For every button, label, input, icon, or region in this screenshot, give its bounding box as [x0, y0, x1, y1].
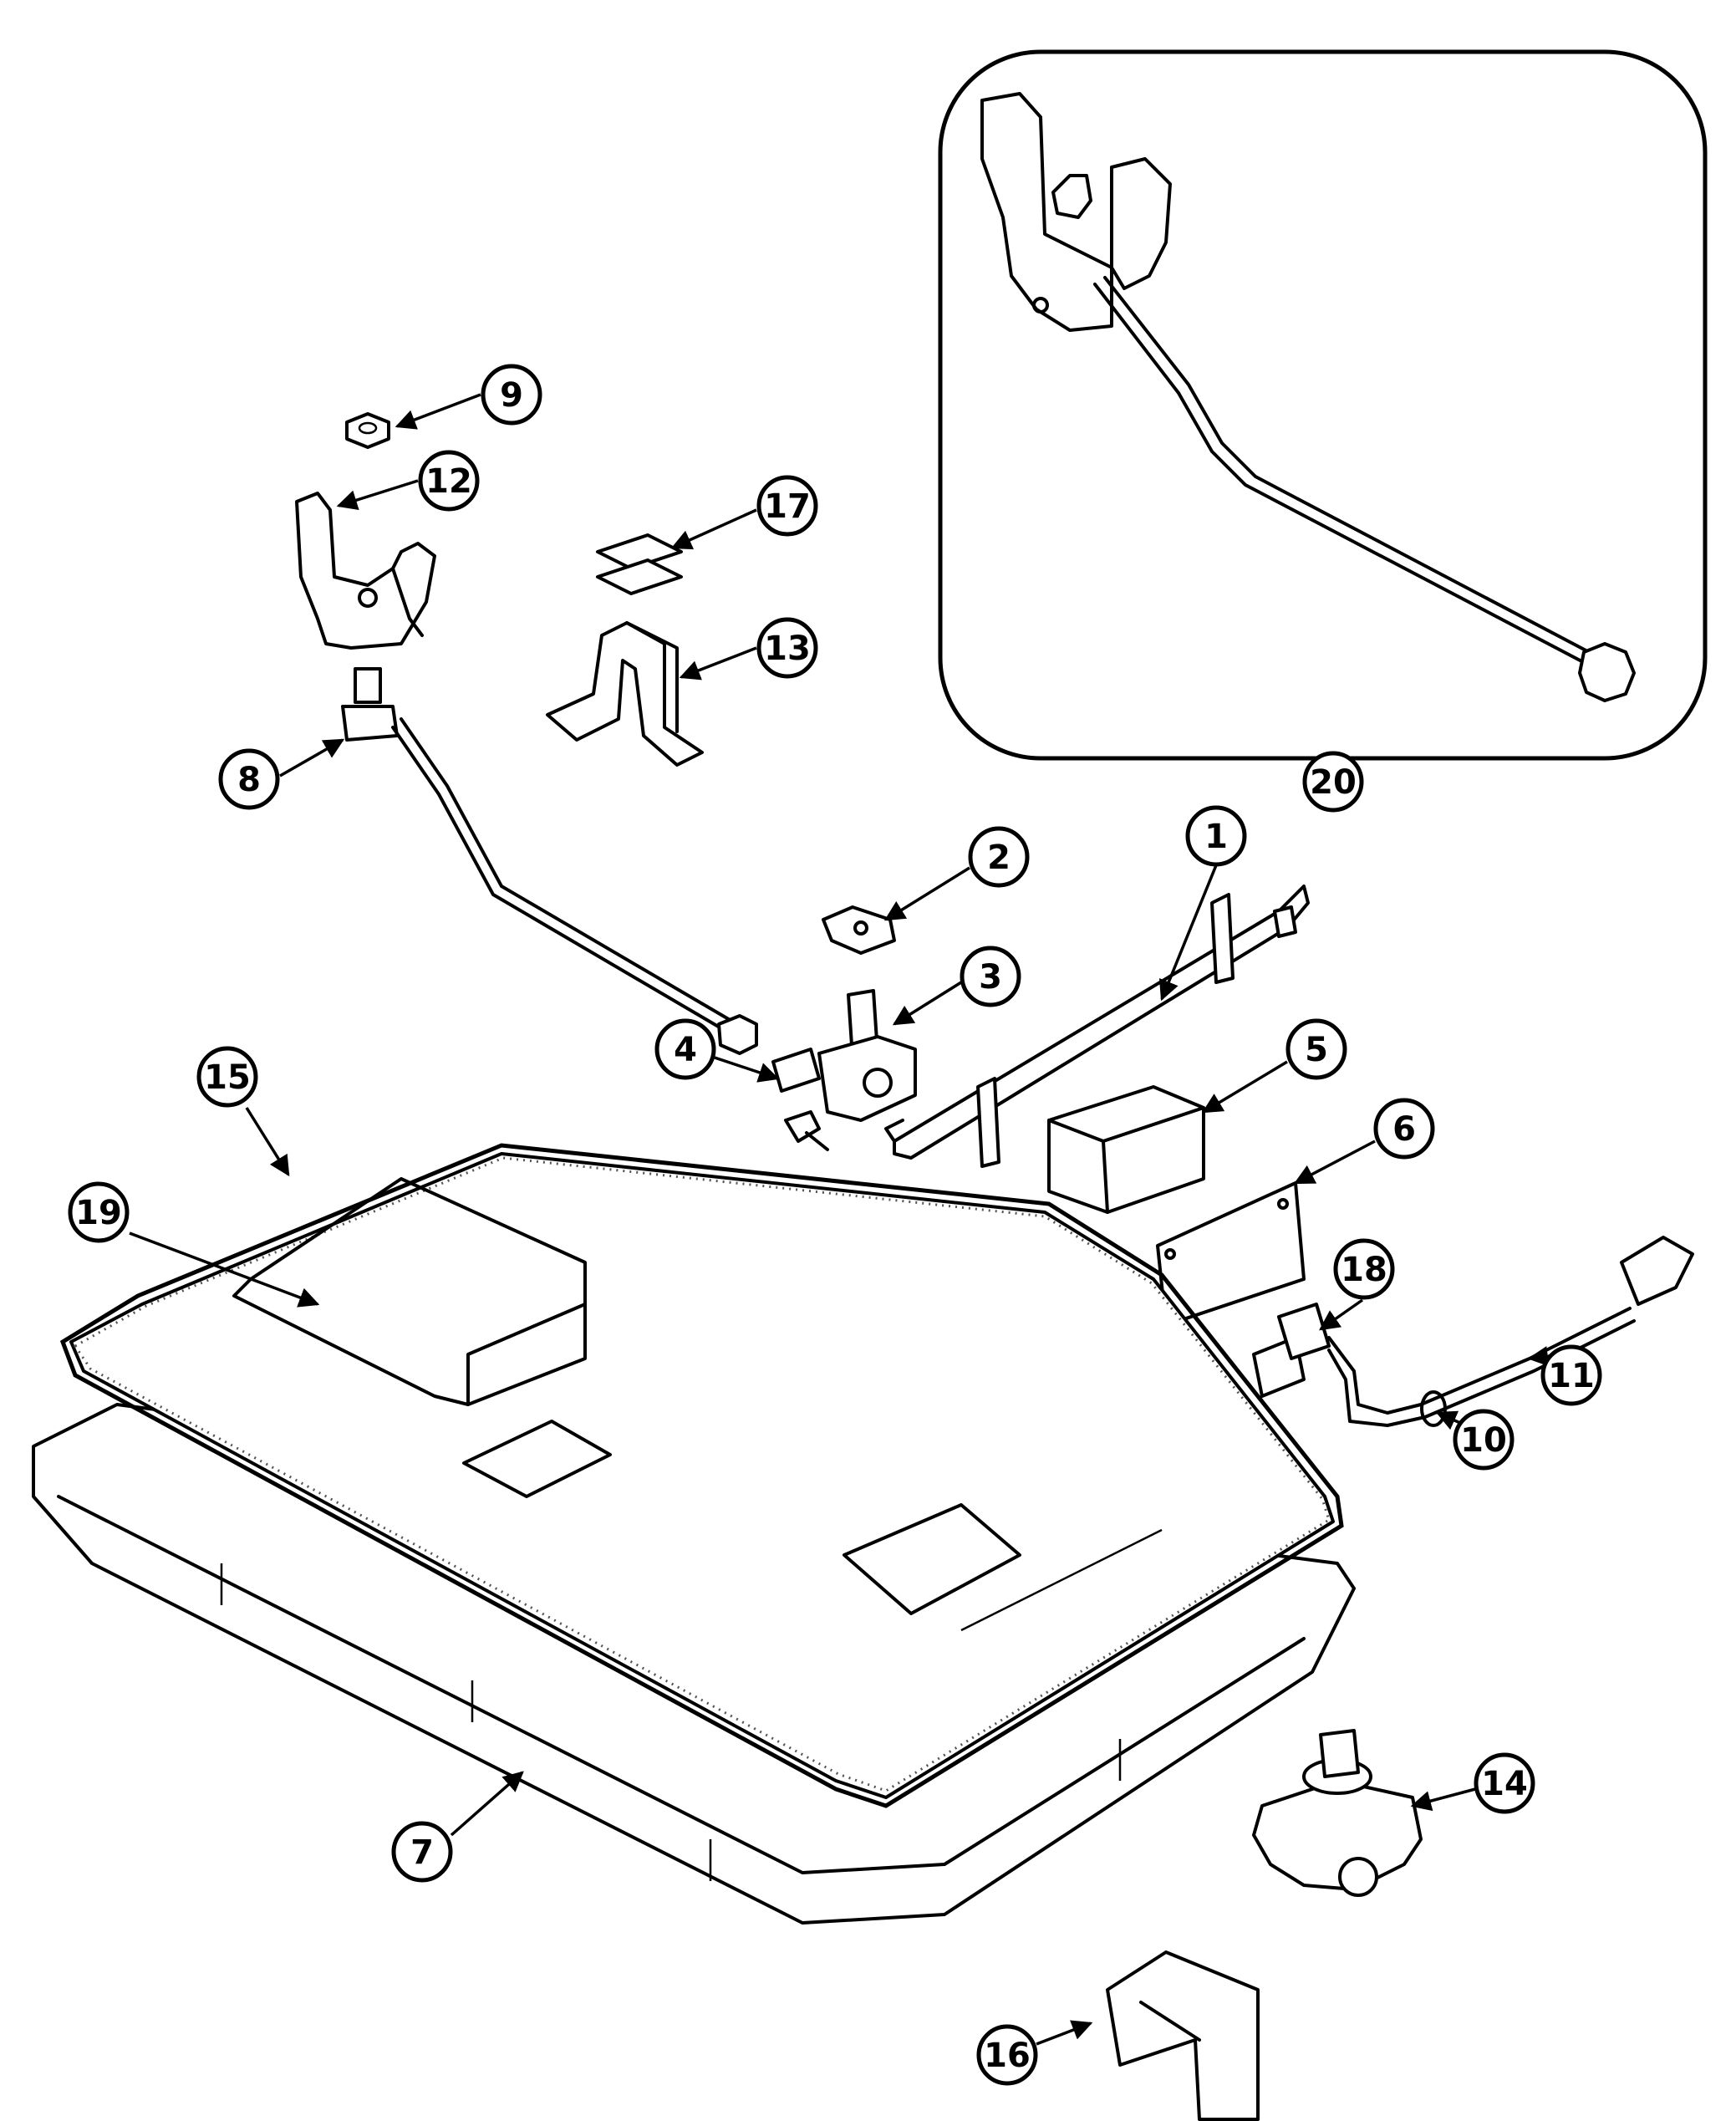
callout-2-label: 2 — [987, 839, 1011, 877]
part-1-manifold — [884, 885, 1310, 1168]
leader-13 — [679, 646, 757, 681]
callout-4-label: 4 — [674, 1031, 697, 1069]
callout-4: 4 — [654, 1018, 716, 1080]
callout-7-label: 7 — [410, 1833, 434, 1872]
callout-9-label: 9 — [500, 376, 523, 415]
leader-19 — [129, 1231, 320, 1308]
inset-panel-part-20 — [938, 49, 1708, 761]
leader-5 — [1201, 1060, 1288, 1114]
leader-3 — [892, 981, 962, 1026]
callout-15: 15 — [196, 1046, 258, 1108]
part-8-fitting-tube — [341, 667, 758, 1055]
callout-11: 11 — [1540, 1344, 1602, 1406]
part-5-module — [1047, 1085, 1205, 1214]
callout-20: 20 — [1302, 751, 1364, 813]
leader-6 — [1293, 1140, 1376, 1185]
callout-17-label: 17 — [764, 487, 811, 526]
callout-9: 9 — [481, 364, 542, 426]
callout-16-label: 16 — [984, 2037, 1031, 2075]
part-3-valve — [771, 989, 917, 1122]
callout-8-label: 8 — [237, 761, 261, 799]
callout-19-label: 19 — [75, 1194, 122, 1232]
callout-19: 19 — [68, 1181, 130, 1243]
part-15-19-top-pan — [59, 1143, 1344, 1808]
callout-18-label: 18 — [1341, 1251, 1387, 1289]
leader-2 — [883, 866, 970, 921]
callout-10: 10 — [1453, 1409, 1515, 1471]
callout-1: 1 — [1185, 805, 1247, 867]
callout-5: 5 — [1285, 1018, 1347, 1080]
part-13-bracket — [546, 621, 704, 767]
callout-10-label: 10 — [1460, 1421, 1507, 1460]
part-12-bracket — [295, 492, 436, 650]
leader-15 — [245, 1107, 290, 1177]
callout-6-label: 6 — [1392, 1110, 1416, 1149]
callout-3: 3 — [960, 946, 1021, 1007]
part-2-clip — [822, 905, 896, 955]
part-17-pads — [596, 533, 683, 595]
callout-16: 16 — [976, 2024, 1038, 2086]
part-6-plate — [1156, 1181, 1306, 1327]
callout-13-label: 13 — [764, 630, 811, 668]
callout-14: 14 — [1474, 1752, 1535, 1814]
callout-7: 7 — [391, 1821, 453, 1883]
leader-1 — [1158, 864, 1218, 1002]
callout-5-label: 5 — [1305, 1031, 1328, 1069]
callout-3-label: 3 — [979, 958, 1002, 997]
callout-20-label: 20 — [1310, 763, 1357, 802]
leader-17 — [670, 508, 757, 550]
callout-17: 17 — [756, 475, 818, 537]
callout-13: 13 — [756, 617, 818, 679]
callout-12-label: 12 — [425, 462, 472, 501]
callout-2: 2 — [968, 826, 1030, 888]
callout-11-label: 11 — [1548, 1357, 1595, 1395]
leader-9 — [395, 393, 481, 430]
callout-1-label: 1 — [1204, 818, 1228, 856]
part-10-11-18-cord — [1252, 1236, 1694, 1427]
part-14-regulator — [1252, 1729, 1423, 1897]
part-9-nut — [345, 412, 390, 449]
callout-6: 6 — [1373, 1098, 1435, 1160]
leader-4 — [714, 1056, 780, 1083]
callout-15-label: 15 — [204, 1058, 251, 1097]
leader-14 — [1410, 1787, 1476, 1812]
part-4-screw — [784, 1110, 829, 1151]
leader-7 — [450, 1771, 524, 1837]
callout-8: 8 — [218, 748, 280, 810]
leader-16 — [1036, 2020, 1093, 2046]
leader-12 — [336, 479, 419, 511]
leader-18 — [1318, 1298, 1364, 1331]
callout-18: 18 — [1333, 1238, 1395, 1300]
callout-14-label: 14 — [1481, 1765, 1528, 1803]
callout-12: 12 — [418, 450, 480, 512]
leader-8 — [279, 738, 345, 778]
part-16-bracket — [1106, 1950, 1260, 2121]
callouts: 1 2 3 4 5 6 7 8 — [68, 364, 1602, 2086]
